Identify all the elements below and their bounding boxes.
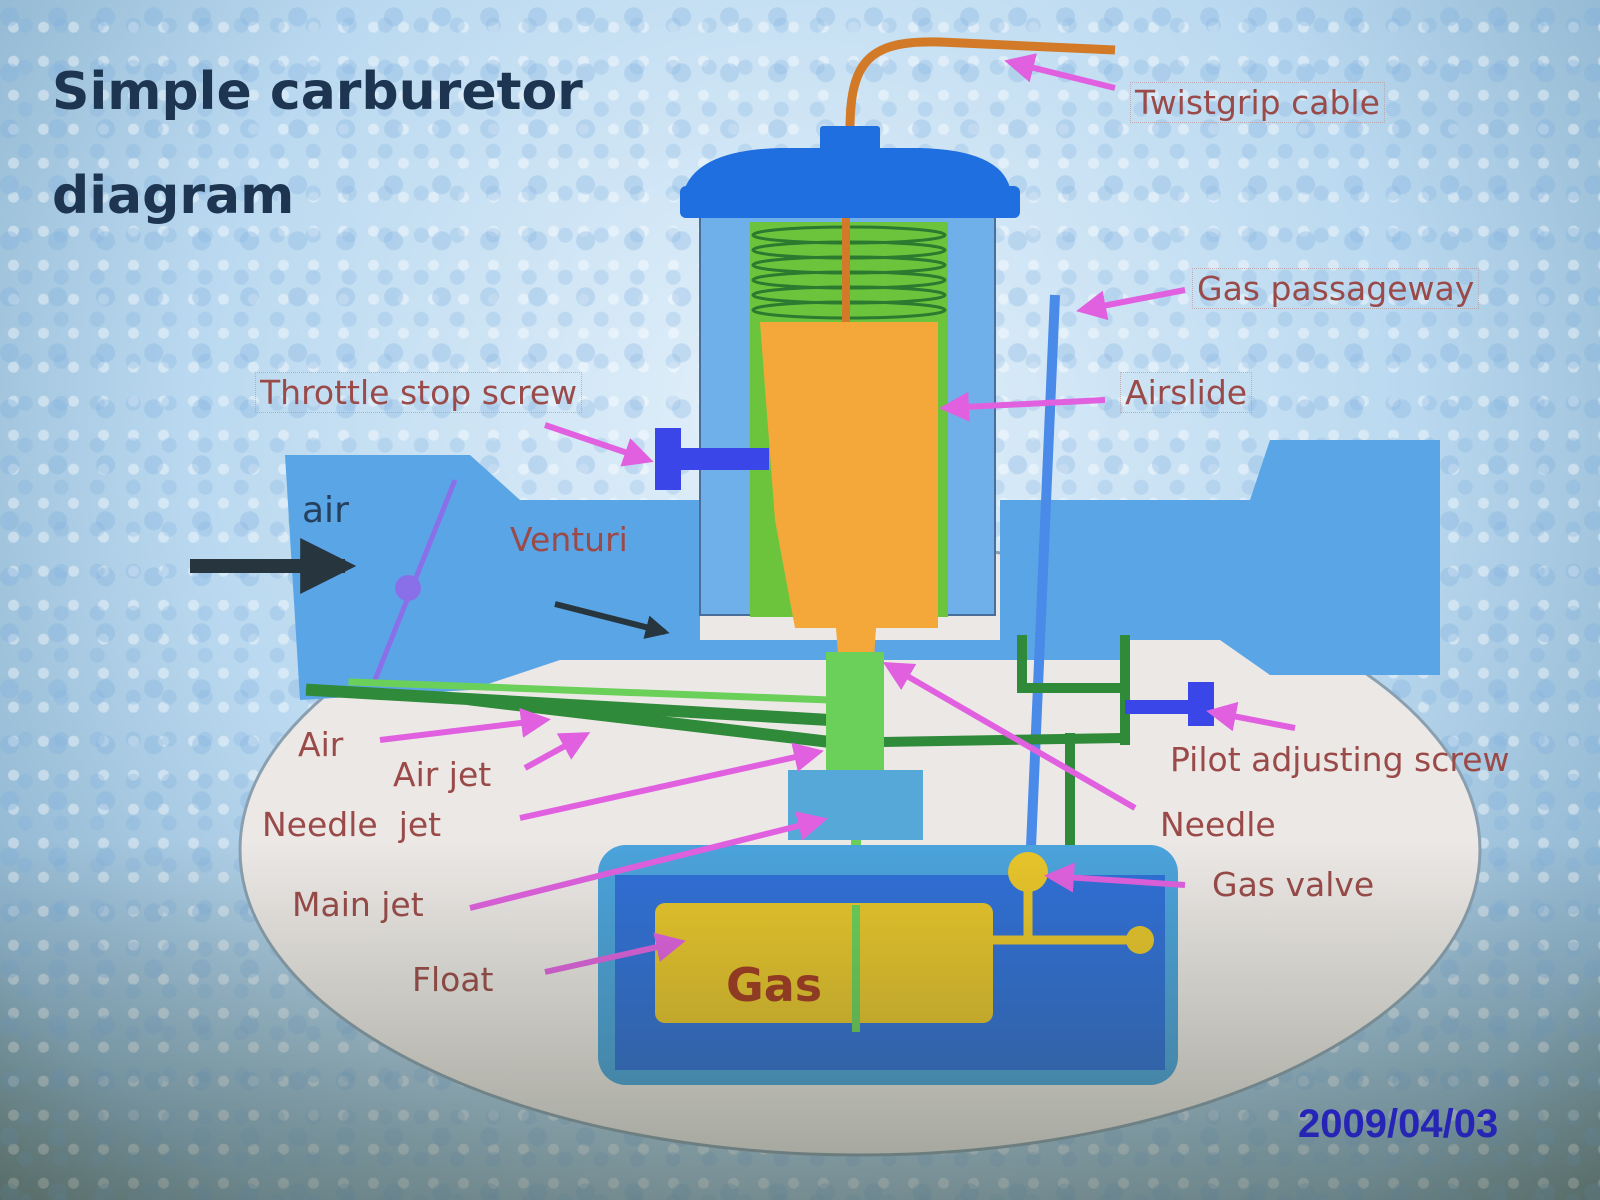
float [655,903,993,1023]
venturi-channel [285,440,1440,700]
label-air: Air [298,725,344,764]
photo-datestamp: 2009/04/03 [1298,1102,1499,1146]
label-airslide: Airslide [1120,372,1253,413]
label-main-jet: Main jet [292,885,424,924]
label-air-inlet: air [302,490,349,531]
gas-valve [1008,852,1048,892]
label-gas-passageway: Gas passageway [1192,268,1480,309]
pilot-adjusting-screw [1125,700,1190,714]
title-line-2: diagram [52,166,295,226]
label-gas: Gas [726,958,823,1012]
label-needle-jet: Needle jet [262,805,442,844]
main-jet-block [788,770,923,840]
label-needle: Needle [1160,805,1276,844]
title-line-1: Simple carburetor [52,62,583,122]
slide-cap-flange [680,186,1020,218]
label-venturi: Venturi [510,520,628,559]
twistgrip-cable [845,37,1116,131]
page-title: Simple carburetor diagram [52,40,652,248]
venturi-flow-arrow [554,601,670,639]
pointer-arrows [379,53,1296,975]
throttle-stop-screw [655,428,681,490]
airslide [760,322,938,628]
label-throttle-stop-screw: Throttle stop screw [255,372,583,413]
label-float: Float [412,960,494,999]
label-gas-valve: Gas valve [1212,865,1375,904]
label-pilot-adjusting-screw: Pilot adjusting screw [1170,740,1510,779]
label-air-jet: Air jet [393,755,492,794]
label-twistgrip-cable: Twistgrip cable [1130,82,1385,123]
gas-passageway-tube [1025,294,1060,871]
